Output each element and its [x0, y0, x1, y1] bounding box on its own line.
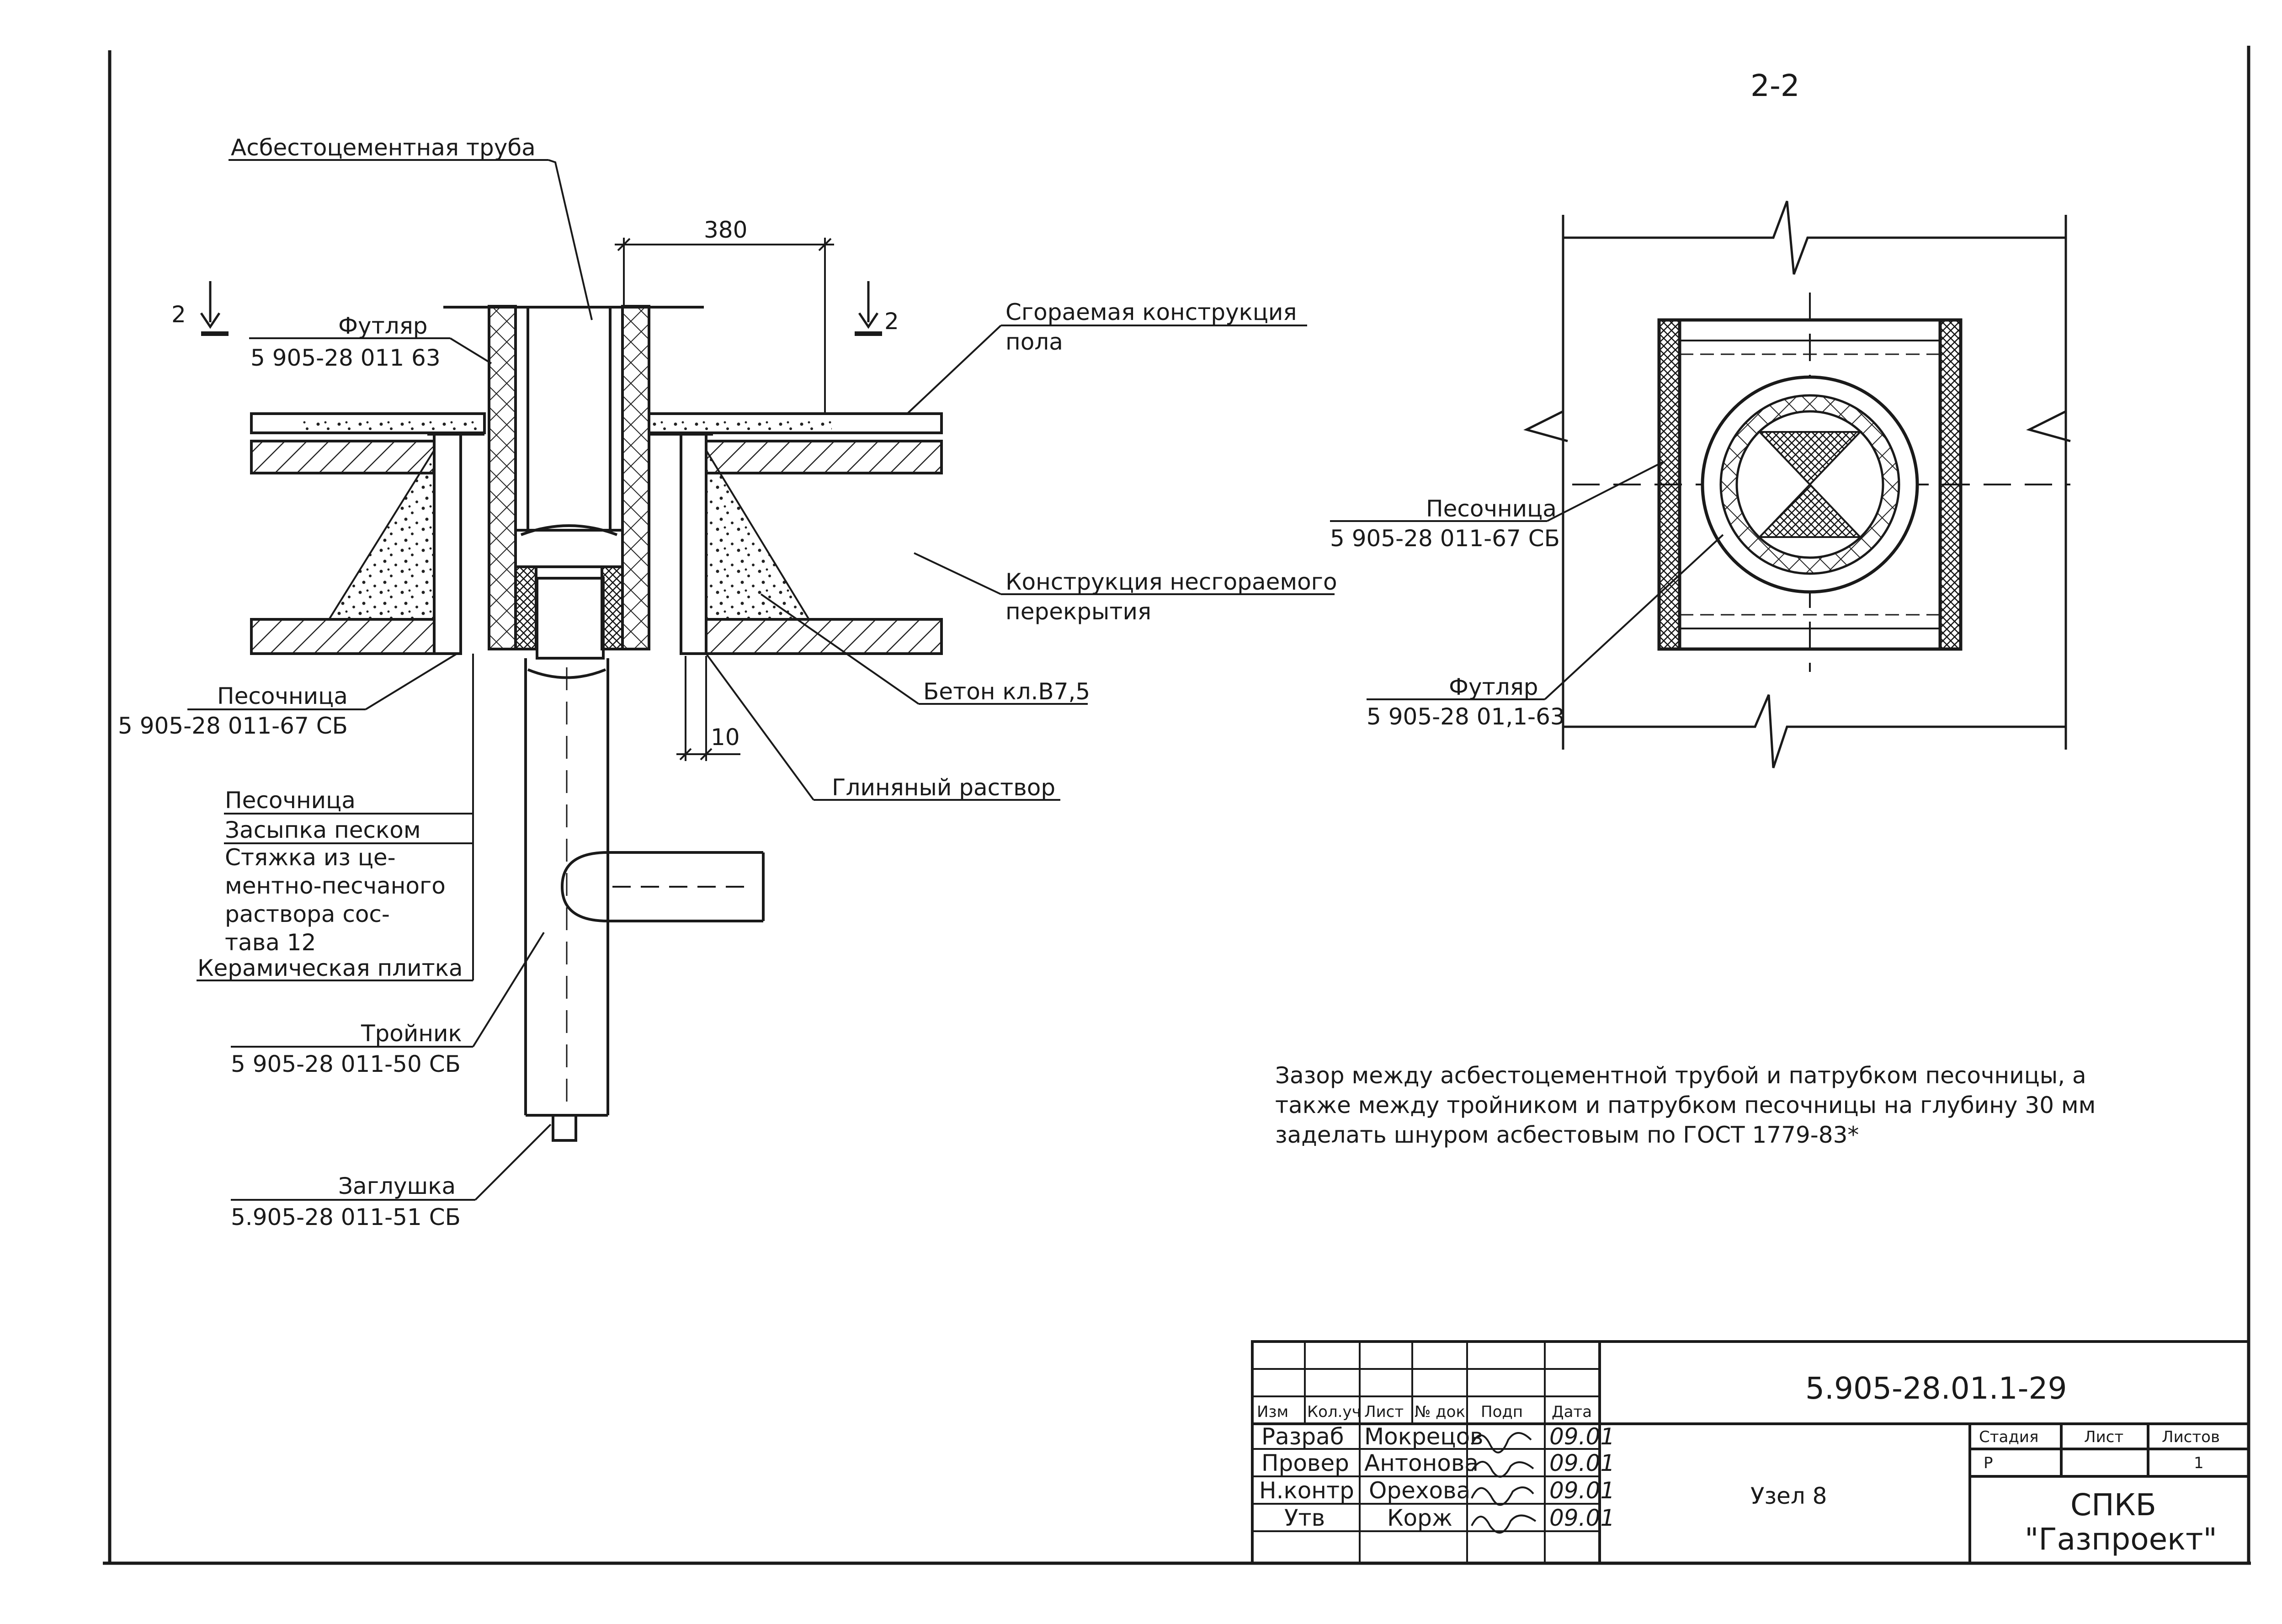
header-date: Дата	[1552, 1403, 1592, 1421]
label-case-code: 5 905-28 011 63	[250, 345, 441, 371]
signatures	[1471, 1432, 1537, 1534]
label-slab-2: перекрытия	[1005, 598, 1151, 625]
row-role-0: Разраб	[1261, 1423, 1344, 1450]
header-kol: Кол.уч	[1307, 1403, 1361, 1421]
label-tee: Тройник	[361, 1020, 462, 1047]
label-plan-case-code: 5 905-28 01,1-63	[1367, 703, 1565, 730]
dim-10-label: 10	[711, 724, 740, 751]
label-clay-mortar: Глиняный раствор	[832, 774, 1055, 801]
sheets-value: 1	[2194, 1454, 2204, 1472]
label-sandbox: Песочница	[217, 683, 348, 709]
row-role-1: Провер	[1261, 1450, 1349, 1476]
row-date-1: 09.01	[1549, 1450, 1615, 1476]
label-slab: Конструкция несгораемого	[1005, 569, 1337, 595]
header-izm: Изм	[1257, 1403, 1288, 1421]
pipe-casing	[443, 305, 704, 650]
cut-mark-left: 2	[171, 301, 186, 328]
label-asbestos-pipe: Асбестоцементная труба	[231, 134, 536, 161]
plan-pipe	[1701, 375, 1919, 594]
item-name: Узел 8	[1750, 1483, 1827, 1509]
stage-header: Стадия	[1979, 1428, 2038, 1446]
note-line-3: заделать шнуром асбестовым по ГОСТ 1779-…	[1275, 1122, 1859, 1148]
label-layer-screed-4: тава 12	[225, 929, 316, 956]
org-line-2: "Газпроект"	[2025, 1522, 2217, 1557]
dim-380-label: 380	[704, 217, 747, 243]
doc-code: 5.905-28.01.1-29	[1805, 1371, 2067, 1406]
title-block: 5.905-28.01.1-29 Изм Кол.уч Лист № док П…	[1251, 1340, 2250, 1565]
row-role-2: Н.контр	[1259, 1477, 1354, 1504]
row-name-3: Корж	[1387, 1505, 1452, 1531]
label-plug-code: 5.905-28 011-51 СБ	[231, 1204, 461, 1230]
sheet-frame	[103, 46, 2251, 1565]
header-list: Лист	[1364, 1403, 1404, 1421]
stage-value: Р	[1984, 1454, 1993, 1472]
sheets-header: Листов	[2162, 1428, 2220, 1446]
asbestos-pipe	[514, 309, 624, 650]
row-name-2: Орехова	[1369, 1477, 1470, 1504]
label-floor-combustible: Сгораемая конструкция	[1005, 299, 1297, 325]
label-concrete: Бетон кл.В7,5	[923, 678, 1090, 705]
label-layer-sand: Засыпка песком	[225, 817, 421, 843]
note-line-1: Зазор между асбестоцементной трубой и па…	[1275, 1062, 2086, 1089]
section-mark: 2-2	[1750, 68, 1800, 103]
org-line-1: СПКБ	[2070, 1487, 2156, 1523]
label-layer-sandbox: Песочница	[225, 787, 356, 814]
row-date-0: 09.01	[1549, 1423, 1615, 1450]
label-layer-screed-3: раствора сос-	[225, 901, 390, 927]
cut-marks	[200, 281, 882, 336]
slab-bottom	[250, 618, 943, 655]
cut-mark-right: 2	[884, 308, 899, 335]
sheet-header: Лист	[2084, 1428, 2123, 1446]
floor-layer	[250, 412, 943, 434]
header-doc: № док	[1415, 1403, 1465, 1421]
label-layer-screed-2: ментно-песчаного	[225, 873, 446, 899]
slab-top	[250, 440, 943, 474]
label-plan-case: Футляр	[1449, 674, 1538, 700]
row-date-2: 09.01	[1549, 1477, 1615, 1504]
row-date-3: 09.01	[1549, 1505, 1615, 1531]
label-floor-combustible-2: пола	[1005, 329, 1063, 355]
sandbox-walls	[427, 433, 713, 655]
leader-lines	[187, 159, 1335, 1201]
tee-pipe	[524, 577, 765, 1142]
dimension-10	[676, 656, 740, 761]
row-name-1: Антонова	[1364, 1450, 1479, 1476]
note-line-2: также между тройником и патрубком песочн…	[1275, 1092, 2096, 1118]
concrete-fill	[327, 447, 811, 620]
section-view: 380 10 2 2	[118, 134, 1337, 1230]
label-layer-tile: Керамическая плитка	[197, 955, 463, 981]
row-name-0: Мокрецов	[1364, 1423, 1484, 1450]
plan-sandbox	[1657, 318, 1963, 651]
label-plug: Заглушка	[338, 1173, 456, 1199]
label-plan-sandbox: Песочница	[1426, 495, 1557, 522]
plan-view: Песочница 5 905-28 011-67 СБ Футляр 5 90…	[1330, 201, 2071, 768]
label-layer-screed-1: Стяжка из це-	[225, 844, 396, 871]
row-role-3: Утв	[1284, 1505, 1325, 1531]
label-sandbox-code: 5 905-28 011-67 СБ	[118, 713, 348, 739]
label-case: Футляр	[338, 313, 428, 339]
header-sign: Подп	[1481, 1403, 1523, 1421]
label-tee-code: 5 905-28 011-50 СБ	[231, 1051, 461, 1077]
dimension-380	[615, 238, 834, 414]
label-plan-sandbox-code: 5 905-28 011-67 СБ	[1330, 525, 1560, 552]
note: Зазор между асбестоцементной трубой и па…	[1275, 1062, 2096, 1148]
